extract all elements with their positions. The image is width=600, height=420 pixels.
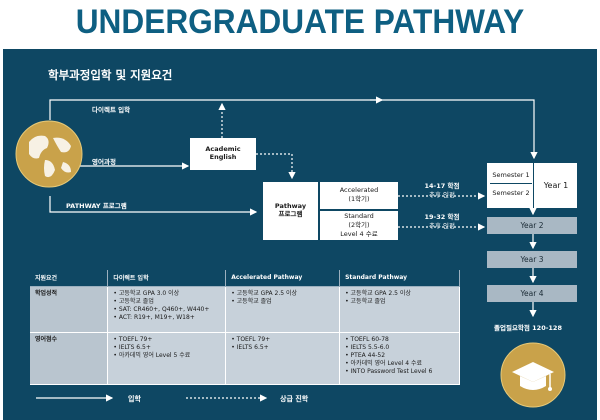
list-item: • 고등학교 졸업 (231, 297, 272, 305)
list-item: • 고등학교 졸업 (345, 297, 386, 305)
standard-duration: (2학기) (348, 221, 370, 229)
list-item: • ACT: R19+, M19+, W18+ (113, 313, 195, 321)
year-3-box: Year 3 (487, 251, 577, 268)
table-row: 영어점수 • TOEFL 79+ • IELTS 6.5+ • 아카데믹 영어 … (30, 332, 460, 385)
pathway-arrow (49, 196, 258, 216)
pathway-label: PATHWAY 프로그램 (66, 202, 127, 210)
header-requirements: 지원요건 (30, 270, 109, 287)
section-subtitle: 학부과정입학 및 지원요건 (48, 68, 173, 82)
year-4-box: Year 4 (487, 285, 577, 302)
list-item: • 아카데믹 영어 Level 4 수료 (345, 359, 422, 367)
list-item: • 고등학교 GPA 2.5 이상 (231, 289, 298, 297)
credit-accelerated-note: 추후 인정 (429, 191, 455, 199)
credit-accelerated-range: 14-17 학점 (424, 182, 460, 190)
row-label-academic: 학업성적 (30, 286, 109, 333)
legend-progression: 상급 진학 (280, 395, 309, 403)
cell-direct-english: • TOEFL 79+ • IELTS 6.5+ • 아카데믹 영어 Level… (107, 332, 227, 385)
cell-accelerated-academic: • 고등학교 GPA 2.5 이상 • 고등학교 졸업 (225, 286, 341, 333)
list-item: • IELTS 5.5-6.0 (345, 343, 390, 351)
globe-icon (15, 120, 83, 188)
direct-admission-label: 다이렉트 입학 (92, 106, 131, 114)
ae-to-pathway-dotted (256, 153, 296, 180)
list-item: • TOEFL 60-78 (345, 335, 389, 343)
list-item: • SAT: CR460+, Q460+, W440+ (113, 305, 210, 313)
semester-1: Semester 1 (490, 167, 532, 184)
graduation-credits: 졸업필요학점 120-128 (494, 324, 562, 332)
cell-standard-english: • TOEFL 60-78 • IELTS 5.5-6.0 • PTEA 44-… (339, 332, 460, 385)
year-1-label: Year 1 (543, 181, 569, 190)
accelerated-title: Accelerated (339, 186, 379, 194)
list-item: • IELTS 6.5+ (231, 343, 269, 351)
academic-english-box: Academic English (190, 138, 256, 170)
year-2-box: Year 2 (487, 217, 577, 234)
cell-direct-academic: • 고등학교 GPA 3.0 이상 • 고등학교 졸업 • SAT: CR460… (107, 286, 227, 333)
credit-standard: 19-32 학점 추후 인정 (418, 213, 466, 231)
list-item: • 고등학교 졸업 (113, 297, 154, 305)
semester-2: Semester 2 (492, 189, 530, 197)
cell-accelerated-english: • TOEFL 79+ • IELTS 6.5+ (225, 332, 341, 385)
credit-standard-note: 추후 인정 (429, 222, 455, 230)
list-item: • 아카데믹 영어 Level 5 수료 (113, 351, 191, 359)
list-item: • 고등학교 GPA 2.5 이상 (345, 289, 411, 297)
pathway-program-text: Pathway 프로그램 (274, 202, 307, 218)
academic-english-text: Academic English (205, 145, 241, 161)
header-direct: 다이렉트 입학 (107, 270, 227, 287)
accelerated-box: Accelerated (1학기) (320, 182, 398, 210)
header-accelerated: Accelerated Pathway (225, 270, 341, 287)
standard-level: Level 4 수료 (340, 230, 378, 238)
direct-arrow (49, 99, 538, 160)
list-item: • TOEFL 79+ (231, 335, 271, 343)
header-standard: Standard Pathway (339, 270, 460, 287)
standard-box: Standard (2학기) Level 4 수료 (320, 211, 398, 240)
list-item: • 고등학교 GPA 3.0 이상 (113, 289, 180, 297)
standard-title: Standard (344, 212, 374, 220)
accelerated-duration: (1학기) (348, 195, 370, 203)
list-item: • PTEA 44-52 (345, 351, 386, 359)
requirements-table: 지원요건 다이렉트 입학 Accelerated Pathway Standar… (30, 270, 460, 385)
cell-standard-academic: • 고등학교 GPA 2.5 이상 • 고등학교 졸업 (339, 286, 460, 333)
legend-admission: 입학 (128, 395, 141, 403)
pathway-program-box: Pathway 프로그램 (263, 182, 319, 240)
table-row: 학업성적 • 고등학교 GPA 3.0 이상 • 고등학교 졸업 • SAT: … (30, 286, 460, 333)
list-item: • INTO Password Test Level 6 (345, 367, 433, 375)
year-1-block: Semester 1 Semester 2 Year 1 (487, 163, 577, 208)
list-item: • IELTS 6.5+ (113, 343, 151, 351)
esl-label: 영어과정 (92, 158, 116, 166)
credit-standard-range: 19-32 학점 (424, 213, 460, 221)
table-header-row: 지원요건 다이렉트 입학 Accelerated Pathway Standar… (30, 270, 460, 287)
graduation-cap-icon (500, 342, 566, 408)
credit-accelerated: 14-17 학점 추후 인정 (418, 182, 466, 200)
row-label-english: 영어점수 (30, 332, 109, 385)
list-item: • TOEFL 79+ (113, 335, 153, 343)
